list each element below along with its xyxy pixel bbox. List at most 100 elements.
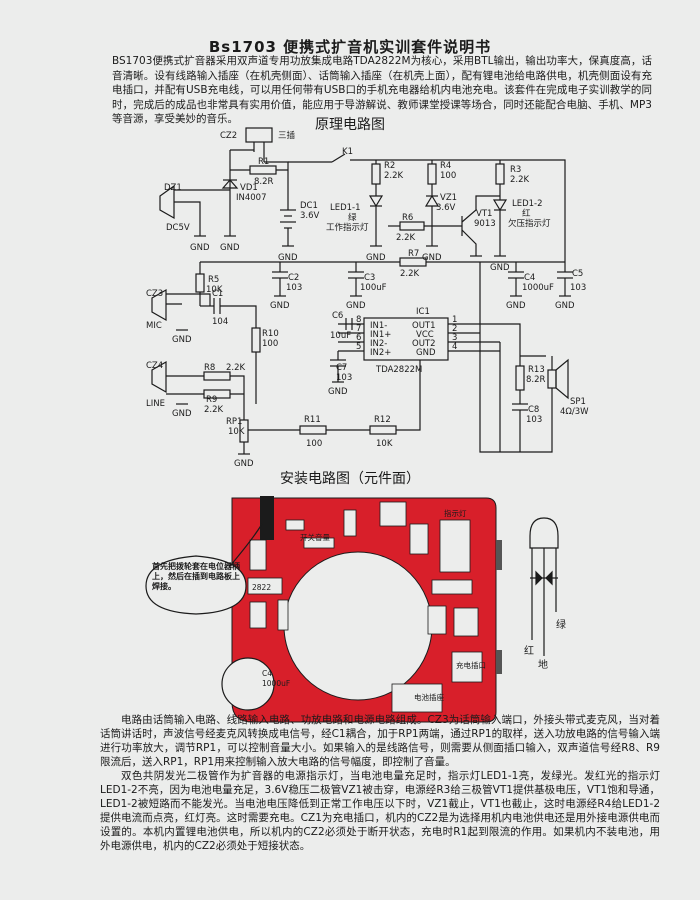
label-gnd-2: GND: [220, 243, 240, 253]
label-gnd-8: GND: [346, 301, 366, 311]
label-c5-val: 103: [570, 283, 586, 293]
label-dz1: DZ1: [164, 183, 182, 193]
label-vz1-val: 3.6V: [436, 203, 456, 213]
label-c3-val: 100uF: [360, 283, 387, 293]
label-cz3: CZ3: [146, 289, 163, 299]
schematic-title: 原理电路图: [315, 117, 385, 133]
led-drawing: [529, 517, 559, 656]
label-vz1: VZ1: [440, 193, 457, 203]
label-rp1-val: 10K: [228, 427, 245, 437]
label-gnd-6: GND: [490, 263, 510, 273]
label-dc1-val: 3.6V: [300, 211, 320, 221]
description-text: 电路由话筒输入电路、线路输入电路、功放电路和电源电路组成。CZ3为话筒输入端口，…: [100, 713, 660, 853]
label-k1: K1: [342, 147, 353, 157]
label-r3: R3: [510, 165, 521, 175]
pcb-light-label: 指示灯: [444, 508, 467, 518]
label-led11-color: 绿: [348, 212, 357, 223]
label-line: LINE: [146, 399, 165, 409]
label-c4-val: 1000uF: [522, 283, 554, 293]
label-vt1-val: 9013: [474, 219, 496, 229]
label-r4: R4: [440, 161, 451, 171]
label-pin-in1p: IN1+: [370, 330, 391, 340]
label-c2: C2: [288, 273, 299, 283]
label-r8-val: 2.2K: [226, 363, 246, 373]
label-pin-out1: OUT1: [412, 321, 436, 331]
label-pin-gnd: GND: [416, 348, 436, 358]
label-c1-val: 104: [212, 317, 228, 327]
label-sp1-val: 4Ω/3W: [560, 407, 589, 417]
label-vd1-val: IN4007: [236, 193, 267, 203]
label-vt1: VT1: [476, 209, 492, 219]
label-mic: MIC: [146, 321, 162, 331]
label-r9-val: 2.2K: [204, 405, 224, 415]
led-ground-label: 地: [538, 658, 548, 671]
pcb-charge-label: 充电插口: [456, 660, 486, 670]
label-pin4: 4: [452, 342, 457, 352]
pcb-c4-val: 1000uF: [262, 679, 290, 688]
layout-title: 安装电路图（元件面）: [280, 471, 420, 487]
label-r13: R13: [528, 365, 545, 375]
label-c2-val: 103: [286, 283, 302, 293]
label-gnd-4: GND: [366, 253, 386, 263]
label-c4: C4: [524, 273, 535, 283]
led-green-label: 绿: [556, 618, 566, 631]
label-r9: R9: [206, 395, 217, 405]
label-gnd-1: GND: [190, 243, 210, 253]
label-gnd-7: GND: [270, 301, 290, 311]
label-ic1-name: TDA2822M: [375, 365, 422, 375]
label-led12-color: 红: [522, 208, 531, 219]
label-dc1: DC1: [300, 201, 318, 211]
label-r7-val: 2.2K: [400, 269, 420, 279]
label-sp1: SP1: [570, 397, 586, 407]
label-r8: R8: [204, 363, 215, 373]
label-r11-val: 100: [306, 439, 322, 449]
label-gnd-10: GND: [555, 301, 575, 311]
pcb-ic-label: 2822: [252, 583, 271, 592]
label-gnd-3: GND: [278, 253, 298, 263]
label-pin6: 6: [356, 333, 361, 343]
label-c7: C7: [336, 363, 347, 373]
label-pin2: 2: [452, 324, 457, 334]
label-r13-val: 8.2R: [526, 375, 546, 385]
label-r1-val: 8.2R: [254, 177, 274, 187]
label-gnd-13: GND: [172, 409, 192, 419]
label-r11: R11: [304, 415, 321, 425]
label-r2: R2: [384, 161, 395, 171]
label-cz4: CZ4: [146, 361, 163, 371]
pcb-c4-label: C4: [262, 669, 272, 678]
description-paragraph-2: 双色共阴发光二极管作为扩音器的电源指示灯，当电池电量充足时，指示灯LED1-1亮…: [100, 770, 660, 852]
label-vd1: VD1: [240, 183, 258, 193]
label-r6: R6: [402, 213, 413, 223]
label-pin-out2: OUT2: [412, 339, 436, 349]
label-c3: C3: [364, 273, 375, 283]
label-pin5: 5: [356, 342, 361, 352]
label-led11: LED1-1: [330, 203, 361, 213]
label-ic1: IC1: [416, 307, 430, 317]
label-c6-val: 10uF: [330, 331, 351, 341]
label-gnd-11: GND: [172, 335, 192, 345]
label-pin-in2m: IN2-: [370, 339, 387, 349]
label-pin-vcc: VCC: [416, 330, 434, 340]
label-gnd-9: GND: [506, 301, 526, 311]
label-r6-val: 2.2K: [396, 233, 416, 243]
pcb-switch-label: 开关音量: [300, 532, 330, 542]
description-paragraph-1: 电路由话筒输入电路、线路输入电路、功放电路和电源电路组成。CZ3为话筒输入端口，…: [100, 714, 660, 768]
label-pin-in2p: IN2+: [370, 348, 391, 358]
label-led12: LED1-2: [512, 199, 543, 209]
label-cz2-note: 三插: [278, 130, 296, 141]
label-c1: C1: [212, 289, 223, 299]
label-r10-val: 100: [262, 339, 278, 349]
label-gnd-12: GND: [328, 387, 348, 397]
label-led11-note: 工作指示灯: [326, 222, 369, 233]
label-r5-val: 10K: [206, 285, 223, 295]
label-r4-val: 100: [440, 171, 456, 181]
label-cz2: CZ2: [220, 131, 237, 141]
pcb-battery-label: 电池插座: [414, 692, 444, 702]
label-r10: R10: [262, 329, 279, 339]
label-led12-note: 欠压指示灯: [508, 218, 551, 229]
led-red-label: 红: [524, 644, 534, 657]
label-pin8: 8: [356, 315, 361, 325]
intro-paragraph: BS1703便携式扩音器采用双声道专用功放集成电路TDA2822M为核心，采用B…: [112, 55, 652, 125]
document-title: Bs1703 便携式扩音机实训套件说明书: [208, 38, 492, 56]
